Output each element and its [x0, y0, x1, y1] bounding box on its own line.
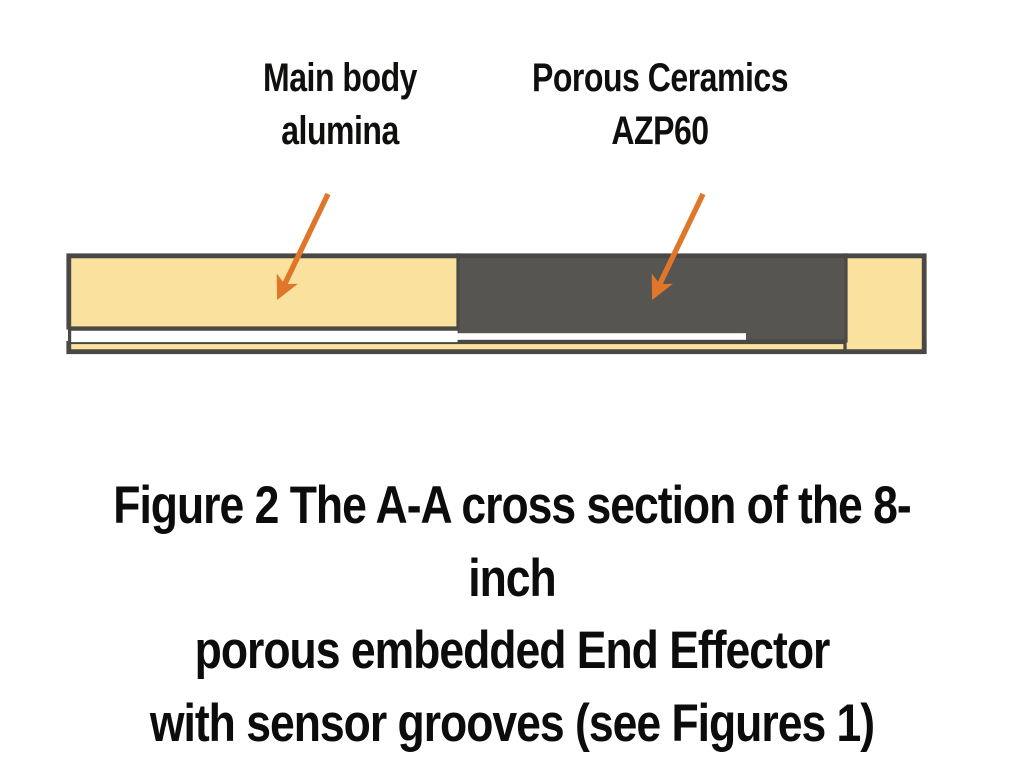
region-main-body-right — [843, 253, 927, 354]
figure-caption-line-1: Figure 2 The A-A cross section of the 8-… — [113, 476, 911, 608]
figure-caption: Figure 2 The A-A cross section of the 8-… — [0, 470, 1024, 760]
region-porous-ceramics-block — [455, 253, 848, 343]
label-porous-line-1: Porous Ceramics — [531, 56, 789, 100]
figure-caption-line-3: with sensor grooves (see Figures 1) — [149, 693, 875, 753]
region-main-body-left — [66, 253, 460, 330]
label-main-body-line-2: alumina — [281, 108, 399, 153]
label-porous-line-2: AZP60 — [611, 108, 709, 153]
region-sensor-groove-upper — [69, 329, 458, 343]
label-main-body-alumina: Main body alumina — [180, 52, 500, 158]
region-sensor-groove-lower — [457, 333, 746, 340]
label-porous-ceramics-azp60: Porous Ceramics AZP60 — [500, 52, 820, 158]
figure-caption-line-2: porous embedded End Effector — [194, 621, 831, 681]
label-main-body-line-1: Main body — [263, 56, 417, 100]
